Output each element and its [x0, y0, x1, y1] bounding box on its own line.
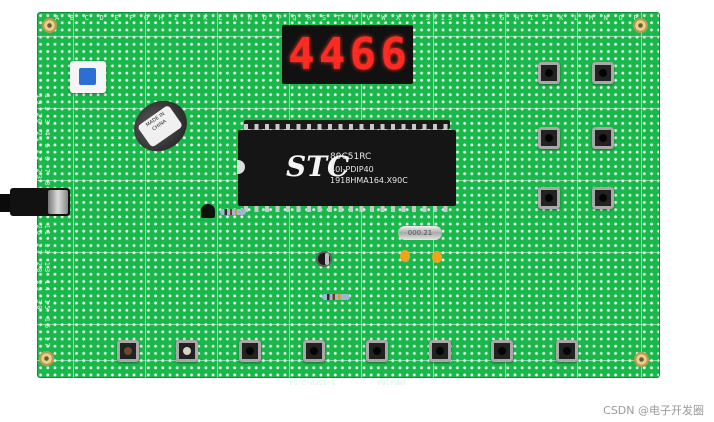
- ceramic-capacitor: [400, 250, 410, 262]
- grid-line: [505, 12, 507, 378]
- push-button[interactable]: [429, 340, 451, 362]
- push-button[interactable]: [239, 340, 261, 362]
- grid-line: [37, 360, 660, 362]
- board-top-edge-marks: A B C D E F G H I J K L M N O P Q R S T …: [55, 14, 642, 22]
- grid-line: [37, 252, 660, 254]
- push-button[interactable]: [538, 187, 560, 209]
- display-digit: 4: [318, 28, 346, 80]
- mounting-hole-bottom-right: [634, 352, 649, 367]
- display-digit: 6: [380, 28, 407, 80]
- push-button[interactable]: [366, 340, 388, 362]
- stc-microcontroller: STC 89C51RC 40I-PDIP40 1918HMA164.X90C: [237, 124, 456, 212]
- chip-brand-logo: STC: [286, 150, 350, 183]
- display-digit: 6: [349, 28, 377, 80]
- chip-package: 40I-PDIP40: [330, 165, 374, 174]
- grid-line: [73, 12, 75, 378]
- grid-line: [577, 12, 579, 378]
- push-button[interactable]: [538, 62, 560, 84]
- buzzer-label: MADE IN CHINA: [137, 104, 184, 148]
- push-button[interactable]: [303, 340, 325, 362]
- display-digit: 4: [288, 28, 315, 80]
- mounting-hole-top-left: [42, 18, 57, 33]
- switch-cap: [79, 68, 96, 85]
- seven-segment-display: 4 4 6 6: [282, 25, 413, 84]
- watermark: CSDN @电子开发圈: [603, 404, 704, 417]
- power-switch[interactable]: [70, 61, 106, 93]
- grid-line: [217, 12, 219, 378]
- chip-model: 89C51RC: [330, 152, 372, 162]
- push-button[interactable]: [538, 127, 560, 149]
- ceramic-capacitor: [432, 251, 442, 263]
- board-model-mark: XM6418A: [377, 378, 407, 386]
- resistor: [220, 209, 246, 215]
- push-button[interactable]: [491, 340, 513, 362]
- chip-pins: [244, 124, 450, 130]
- chip-notch: [237, 160, 245, 174]
- push-button[interactable]: [117, 340, 139, 362]
- chip-pins: [244, 206, 450, 212]
- board-left-edge-marks: 1 2 3 4 5 6 7 8 9 10 11 12 13 14 15 16 1…: [35, 94, 51, 367]
- push-button[interactable]: [556, 340, 578, 362]
- jack-plug: [48, 190, 68, 214]
- dc-power-jack: [0, 182, 94, 222]
- push-button[interactable]: [592, 127, 614, 149]
- push-button[interactable]: [592, 62, 614, 84]
- electrolytic-capacitor: [316, 251, 332, 267]
- board-size-mark: 5×15CM-2.54: [289, 378, 336, 386]
- crystal-oscillator: 000.21: [398, 226, 442, 240]
- resistor: [322, 294, 350, 300]
- grid-line: [37, 324, 660, 326]
- mounting-hole-bottom-left: [39, 351, 54, 366]
- grid-line: [37, 108, 660, 110]
- power-cable: [0, 194, 12, 212]
- transistor: [201, 204, 215, 218]
- push-button[interactable]: [176, 340, 198, 362]
- grid-line: [641, 12, 643, 378]
- mounting-hole-top-right: [633, 18, 648, 33]
- chip-date-code: 1918HMA164.X90C: [330, 176, 408, 185]
- push-button[interactable]: [592, 187, 614, 209]
- grid-line: [145, 12, 147, 378]
